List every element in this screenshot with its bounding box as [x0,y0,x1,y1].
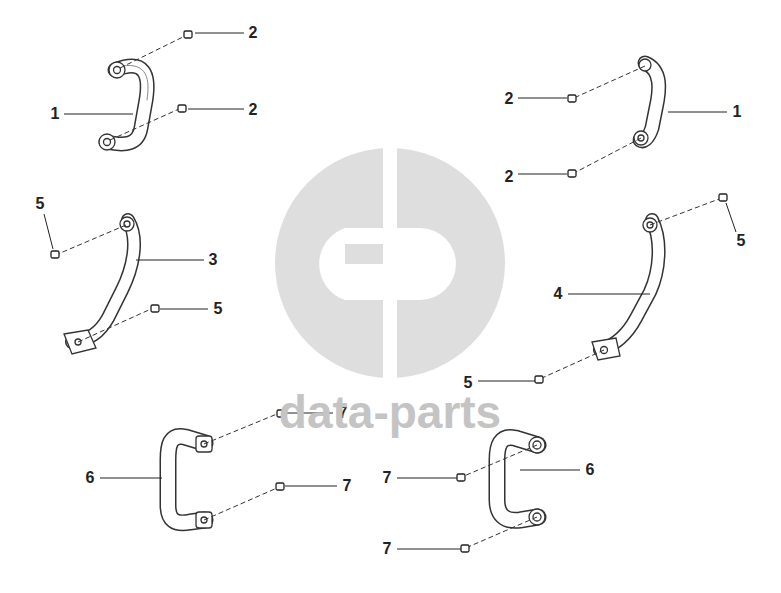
callout-number: 1 [49,106,62,122]
callout-number: 4 [552,286,565,302]
watermark-logo [275,140,505,390]
callout-number: 7 [381,541,394,557]
watermark-text: data-parts [277,389,503,435]
callout-number: 5 [212,301,225,317]
callout-number: 2 [503,169,516,185]
callout-number: 6 [84,470,97,486]
callout-number: 1 [731,104,744,120]
callout-number: 2 [247,102,260,118]
callout-number: 7 [381,470,394,486]
callout-number: 5 [735,233,748,249]
callout-number: 3 [207,252,220,268]
callout-number: 6 [584,462,597,478]
callout-number: 7 [341,478,354,494]
callout-number: 5 [34,196,47,212]
leader-lines [44,33,736,549]
callout-number: 2 [247,25,260,41]
callout-number: 2 [503,91,516,107]
